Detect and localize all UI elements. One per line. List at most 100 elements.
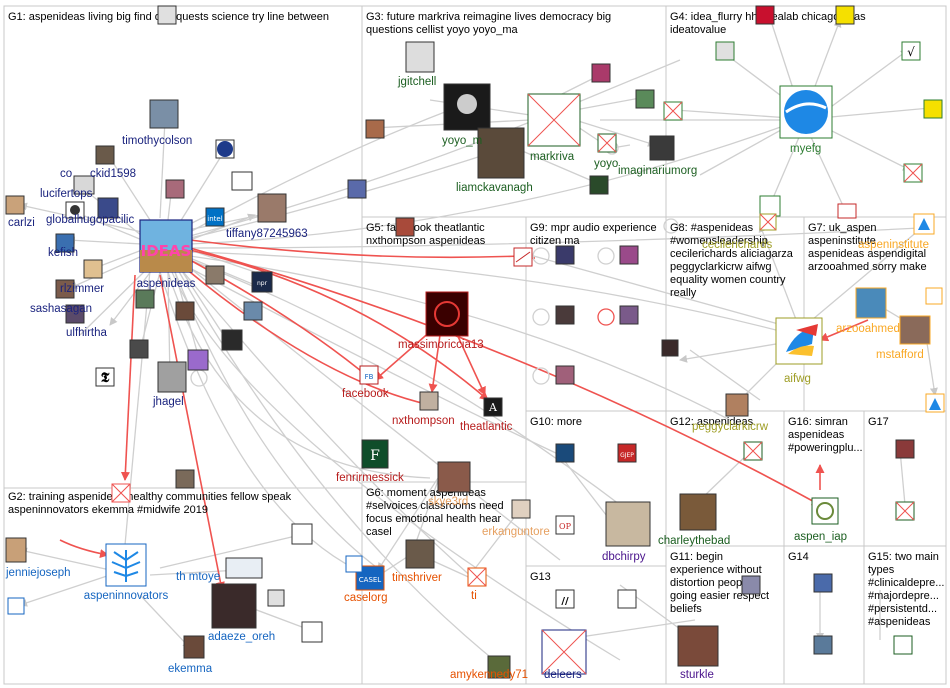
node-g17-b[interactable]	[895, 501, 915, 521]
node-amykennedy71[interactable]	[487, 655, 511, 679]
node-ulfhirtha[interactable]	[65, 304, 85, 324]
node-g6-a[interactable]	[345, 555, 363, 573]
node-kefish[interactable]	[55, 233, 75, 253]
node-g4-f[interactable]	[903, 163, 923, 183]
node-g1-f[interactable]	[129, 339, 149, 359]
node-g9-a[interactable]	[513, 247, 533, 267]
node-g1-a[interactable]	[205, 265, 225, 285]
node-g10-a[interactable]	[555, 443, 575, 463]
node-g13-a[interactable]: //	[555, 589, 575, 609]
node-markriva[interactable]	[527, 93, 581, 147]
node-imaginariumorg[interactable]	[649, 135, 675, 161]
node-g4-b[interactable]	[755, 5, 775, 25]
node-g9-b[interactable]	[555, 245, 575, 265]
node-nxthompson[interactable]	[419, 391, 439, 411]
node-g1-j[interactable]	[175, 469, 195, 489]
node-intel[interactable]: intel	[205, 207, 225, 227]
node-theatlantic[interactable]: A	[483, 397, 503, 417]
node-g12-a[interactable]	[743, 441, 763, 461]
node-myefg[interactable]	[779, 85, 833, 139]
node-ti[interactable]	[467, 567, 487, 587]
node-aspeninstitute[interactable]	[913, 213, 935, 235]
node-g10-b[interactable]: GJEP	[617, 443, 637, 463]
node-g9-e[interactable]	[619, 305, 639, 325]
node-g3-b[interactable]	[591, 63, 611, 83]
node-facebook[interactable]: FB	[359, 365, 379, 385]
node-cbs[interactable]	[231, 171, 253, 191]
node-g7-a[interactable]	[925, 393, 945, 413]
node-g4-d[interactable]: √	[901, 41, 921, 61]
node-g8-a[interactable]	[661, 339, 679, 357]
node-th_mtoye[interactable]	[225, 557, 263, 579]
node-g4-c[interactable]	[835, 5, 855, 25]
node-skye3rd[interactable]	[437, 461, 471, 493]
node-g3-c[interactable]	[635, 89, 655, 109]
node-lucifertops[interactable]	[73, 175, 95, 195]
node-g1-c[interactable]	[243, 301, 263, 321]
node-timshriver[interactable]	[405, 539, 435, 569]
node-jgitchell[interactable]	[405, 41, 435, 73]
node-fenrirmessick[interactable]: F	[361, 439, 389, 469]
node-sturkle[interactable]	[677, 625, 719, 667]
node-liamckavanagh[interactable]	[477, 127, 525, 179]
node-g4-e[interactable]	[923, 99, 943, 119]
node-g2-c[interactable]	[301, 621, 323, 643]
node-aspen_iap[interactable]	[811, 497, 839, 525]
node-carlzi[interactable]	[5, 195, 25, 215]
node-g3-f[interactable]	[395, 217, 415, 237]
node-arzooahmed[interactable]	[855, 287, 887, 319]
node-g13-b[interactable]	[617, 589, 637, 609]
node-charleythebad[interactable]	[679, 493, 717, 531]
node-g4-i[interactable]	[759, 195, 781, 217]
node-massimoriccia13[interactable]	[425, 291, 469, 337]
node-g14-a[interactable]	[813, 573, 833, 593]
node-ckid1598[interactable]	[95, 145, 115, 165]
node-adaeze_oreh[interactable]	[211, 583, 257, 629]
node-mstafford[interactable]	[899, 315, 931, 345]
node-g2-b[interactable]	[291, 523, 313, 545]
node-nprnews[interactable]: npr	[251, 271, 273, 293]
node-g4-h[interactable]	[837, 203, 857, 219]
node-g9-d[interactable]	[555, 305, 575, 325]
node-g1-g[interactable]	[135, 289, 155, 309]
node-g10-c[interactable]: OP	[555, 515, 575, 535]
node-sashasagan[interactable]	[55, 279, 75, 299]
node-erkanguntore[interactable]	[511, 499, 531, 519]
node-g1-i[interactable]	[157, 5, 177, 25]
node-g11-a[interactable]	[741, 575, 761, 595]
node-nasa[interactable]	[215, 139, 235, 159]
node-g9-f[interactable]	[555, 365, 575, 385]
node-jhagel[interactable]	[157, 361, 187, 393]
node-aspeninnovators[interactable]	[105, 543, 147, 587]
node-g3-e[interactable]	[589, 175, 609, 195]
node-globalhugopacilic[interactable]	[65, 201, 85, 219]
node-g1-e[interactable]	[187, 349, 209, 371]
node-deleers[interactable]	[541, 629, 587, 675]
node-co[interactable]	[97, 197, 119, 219]
node-caselorg[interactable]: CASEL	[355, 565, 385, 591]
node-aspenideas[interactable]: IDEAS	[139, 219, 193, 273]
node-dbchirpy[interactable]	[605, 501, 651, 547]
node-jenniejoseph[interactable]	[5, 537, 27, 563]
node-g2-d[interactable]	[267, 589, 285, 607]
node-g7-b[interactable]	[925, 287, 943, 305]
node-timothycolson[interactable]	[149, 99, 179, 129]
node-aifwg[interactable]	[775, 317, 823, 365]
node-ekemma[interactable]	[183, 635, 205, 659]
node-g14-b[interactable]	[813, 635, 833, 655]
node-g1-k[interactable]	[347, 179, 367, 199]
node-g2-a[interactable]	[7, 597, 25, 615]
node-peggyclarkicrw[interactable]	[725, 393, 749, 417]
node-g4-g[interactable]	[663, 101, 683, 121]
node-nyt[interactable]: 𝕿	[95, 367, 115, 387]
node-g3-a[interactable]	[365, 119, 385, 139]
node-g1-b[interactable]	[175, 301, 195, 321]
node-g9-c[interactable]	[619, 245, 639, 265]
node-rlzimmer[interactable]	[83, 259, 103, 279]
node-g15-a[interactable]	[893, 635, 913, 655]
node-g2-e[interactable]	[111, 483, 131, 503]
node-g8-b[interactable]	[759, 213, 777, 231]
node-tiffany87245963[interactable]	[257, 193, 287, 223]
node-g1-d[interactable]	[221, 329, 243, 351]
node-g1-h[interactable]	[165, 179, 185, 199]
